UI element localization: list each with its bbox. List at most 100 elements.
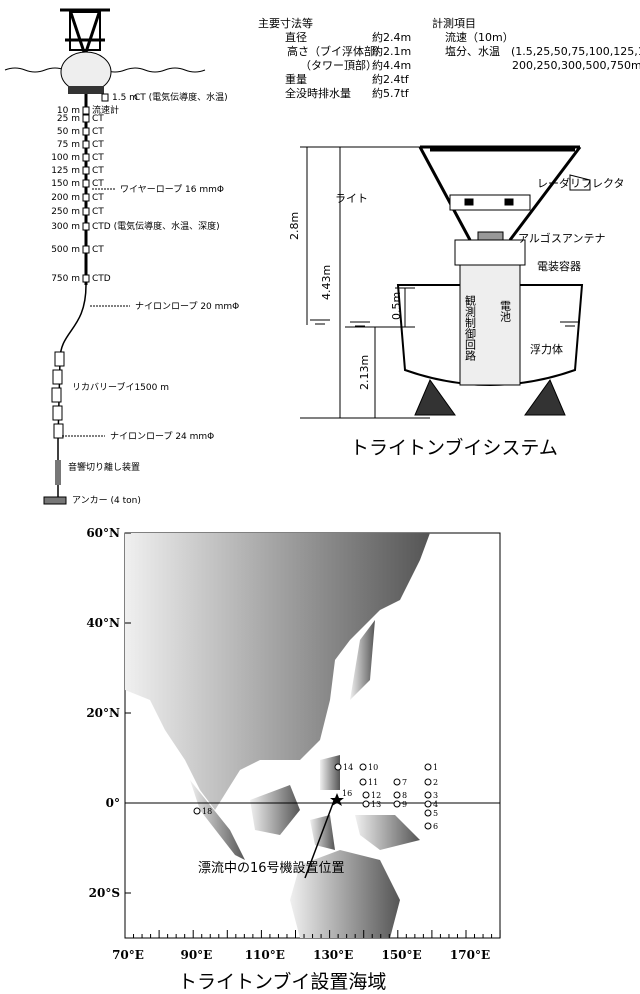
electronics-box-label: 電装容器 [537,259,581,273]
control-circuit-label: 観測制御回路 [464,294,477,362]
spec-value: 約2.1m [372,44,411,58]
station-label: 12 [371,791,381,800]
station-marker [359,778,367,786]
radar-reflector-label: レーダリフレクタ [537,176,625,190]
station-label: 3 [433,791,438,800]
sensor-label: CT (電気伝導度、水温) [134,91,228,103]
depth-label: 1.5 m [112,93,138,103]
acoustic-release-label: 音響切り離し装置 [68,461,140,473]
sensor-icon [82,274,90,283]
measurement-title: 計測項目 [432,16,476,30]
spec-name: 高さ（ブイ浮体部） [287,44,386,58]
sensor-icon [82,207,90,216]
dim-2-8m: 2.8m [288,212,301,240]
battery-label: 電池 [499,300,512,322]
nylon-rope-20-label: ナイロンロープ 20 mmΦ [135,301,239,312]
station-marker [393,778,401,786]
lat-label: 20°N [86,706,120,720]
lon-label: 130°E [313,948,353,962]
spec-name: 直径 [285,30,307,44]
measurement-salinity: 塩分、水温 (1.5,25,50,75,100,125,150, [445,44,640,58]
sensor-icon [82,166,90,175]
lat-label: 60°N [86,526,120,540]
station-label: 4 [433,800,438,809]
station-marker [424,822,432,830]
nylon-rope-24-label: ナイロンロープ 24 mmΦ [110,431,214,442]
station-marker [359,763,367,771]
sensor-icon [82,127,90,136]
lon-label: 150°E [381,948,421,962]
landmass [125,533,430,938]
depth-label: 500 m [51,245,80,255]
sensor-icon [82,222,90,231]
depth-label: 25 m [57,114,80,124]
lon-label: 110°E [245,948,285,962]
lat-label: 0° [106,796,120,810]
sensor-label: CT [92,179,104,189]
depth-label: 200 m [51,193,80,203]
anchor-label: アンカー (4 ton) [72,495,141,506]
depth-label: 50 m [57,127,80,137]
drift-annotation: 漂流中の16号機設置位置 [198,860,345,876]
sensor-icon [82,193,90,202]
buoy-system-title: トライトンブイシステム [350,436,558,459]
sensor-label: CTD [92,274,111,284]
station-marker [424,778,432,786]
argos-antenna-label: アルゴスアンテナ [518,231,605,245]
mooring-notes: ワイヤーロープ 16 mmΦ ナイロンロープ 20 mmΦ リカバリーブイ150… [62,184,239,506]
measurement-depths: 200,250,300,500,750m) [512,59,640,72]
station-marker [334,763,342,771]
station-label: 13 [371,800,381,809]
spec-value: 約2.4m [372,30,411,44]
star-icon [330,793,344,806]
sensor-label: CT [92,114,104,124]
wire-rope-label: ワイヤーロープ 16 mmΦ [120,184,224,195]
station-marker [362,800,370,808]
sensor-icon [82,140,90,149]
mooring-diagram [4,8,206,505]
sensor-icon [82,153,90,162]
spec-value: 約4.4m [372,58,411,72]
buoy-labels: ライト レーダリフレクタ アルゴスアンテナ 電装容器 浮力体 観測制御回路 電池… [288,176,625,459]
station-label: 18 [202,807,212,816]
station-label: 5 [433,809,438,818]
spec-name: 重量 [285,72,307,86]
measurement-current: 流速（10m） [445,30,514,44]
station-label: 6 [433,822,438,831]
depth-label: 250 m [51,207,80,217]
station-label: 10 [368,763,378,772]
map [124,532,501,939]
depth-label: 150 m [51,179,80,189]
station-marker [424,809,432,817]
station-label: 1 [433,763,438,772]
lon-label: 170°E [450,948,490,962]
station-label: 14 [343,763,353,772]
sensor-label: CTD (電気伝導度、水温、深度) [92,220,220,232]
sensor-label: CT [92,193,104,203]
lon-label: 70°E [112,948,144,962]
station-label: 11 [368,778,378,787]
depth-label: 125 m [51,166,80,176]
sensor-icon [82,106,90,115]
lat-label: 40°N [86,616,120,630]
sensor-icon [82,179,90,188]
station-label: 8 [402,791,407,800]
buoy-drawing [300,145,591,419]
specs-title: 主要寸法等 [258,16,313,30]
sensor-label: CT [92,166,104,176]
station-marker [424,791,432,799]
light-label: ライト [335,192,368,205]
sensor-label: CT [92,153,104,163]
map-title: トライトンブイ設置海域 [178,970,386,993]
dim-0-5m: 0.5m [390,292,403,320]
spec-name: （タワー頂部） [300,58,377,72]
lat-label: 20°S [89,886,120,900]
spec-name: 全没時排水量 [285,86,351,100]
depth-label: 10 m [57,106,80,116]
station-marker [393,791,401,799]
spec-value: 約2.4tf [372,72,410,86]
